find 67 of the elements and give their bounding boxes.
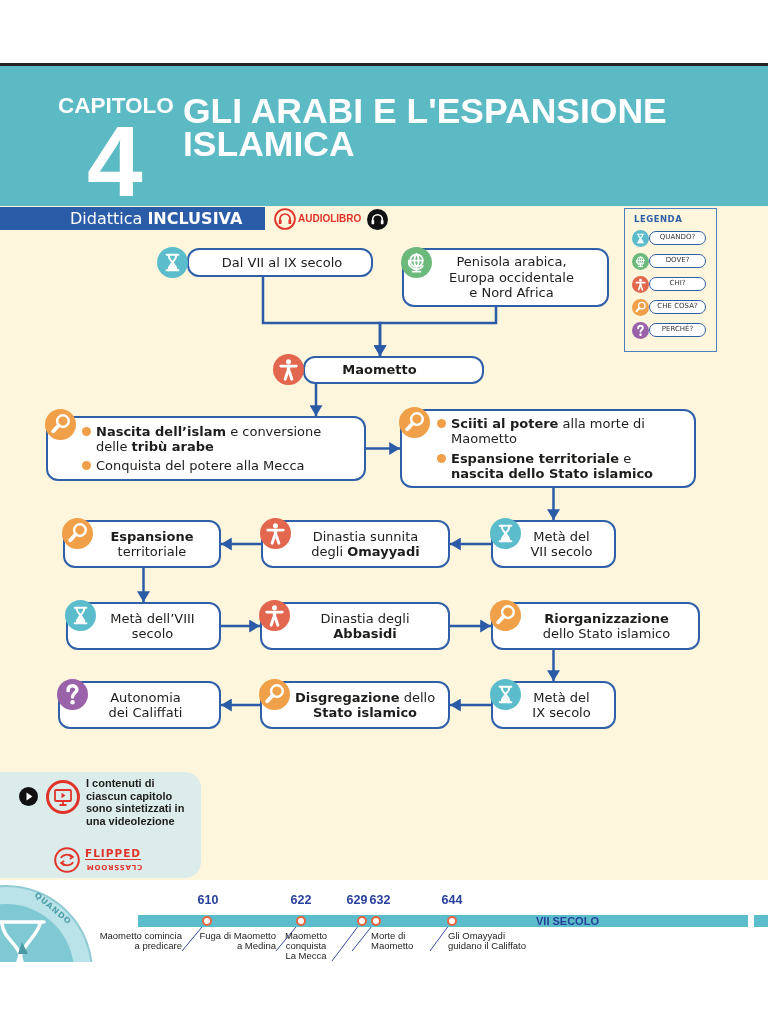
box-text: Nascita dell’islam e conversione delle tribù arabe xyxy=(96,423,323,455)
video-lesson-note: I contenuti di ciascun capitolo sono sintetizzati in una videolezione xyxy=(86,777,186,828)
arrow xyxy=(547,488,560,520)
process-box xyxy=(63,520,221,568)
timeline-dot xyxy=(202,916,212,926)
timeline-dot xyxy=(357,916,367,926)
box-text: Maometto xyxy=(342,362,417,378)
process-box xyxy=(260,681,450,729)
box-text: Dinastia degli Abbasidi xyxy=(319,610,411,642)
arrow xyxy=(450,537,491,551)
box-text: Disgregazione dello Stato islamico xyxy=(293,689,437,721)
event-label: Morte di Maometto xyxy=(352,931,428,951)
leader-line xyxy=(429,924,450,952)
inclusive-teaching-banner: Didattica INCLUSIVA xyxy=(0,207,265,230)
event-label: Maometto comincia a predicare xyxy=(96,931,182,951)
timeline-dot xyxy=(296,916,306,926)
legend-title: LEGENDA xyxy=(634,214,683,225)
leader-line xyxy=(181,924,205,952)
process-box xyxy=(400,409,696,488)
arrow xyxy=(221,537,261,551)
year-label: 610 xyxy=(197,893,219,907)
arrow xyxy=(221,698,260,712)
box-text: Dinastia sunnita degli Omayyadi xyxy=(310,528,421,560)
chapter-label: CAPITOLO xyxy=(58,97,174,115)
box-text: Penisola arabica, Europa occidentale e Nord Africa xyxy=(448,254,575,301)
box-text: Conquista del potere alla Mecca xyxy=(96,457,306,474)
arrow xyxy=(373,307,498,356)
arrow xyxy=(221,619,260,633)
box-text: Espansione territoriale e nascita dello Stato islamico xyxy=(451,450,654,482)
box-text: Espansione territoriale xyxy=(109,528,195,560)
arrow xyxy=(547,650,560,681)
arrow xyxy=(309,384,323,416)
process-box xyxy=(58,681,221,729)
century-label: VII SECOLO xyxy=(536,915,599,927)
process-box xyxy=(491,520,616,568)
arrow xyxy=(137,568,150,602)
arrow xyxy=(450,698,491,712)
box-text: Autonomia dei Califfati xyxy=(107,689,184,721)
leader-line xyxy=(351,924,374,952)
year-label: 629 xyxy=(346,893,368,907)
year-label: 644 xyxy=(441,893,463,907)
timeline-dot xyxy=(447,916,457,926)
timeline-dot xyxy=(371,916,381,926)
chapter-title: GLI ARABI E L'ESPANSIONE ISLAMICA xyxy=(183,95,668,161)
process-box xyxy=(402,248,609,307)
box-text: Dal VII al IX secolo xyxy=(221,254,343,271)
flipped-label: FLIPPED xyxy=(85,847,142,860)
audiobook-label: AUDIOLIBRO xyxy=(298,213,362,225)
process-box xyxy=(260,602,450,650)
process-box xyxy=(261,520,450,568)
leader-line xyxy=(275,924,299,952)
process-box xyxy=(491,681,616,729)
year-label: 622 xyxy=(290,893,312,907)
event-label: Maometto conquista La Mecca xyxy=(280,931,332,961)
box-text: Riorganizzazione dello Stato islamico xyxy=(541,610,672,642)
box-text: Metà dell’VIII secolo xyxy=(109,610,196,642)
process-box xyxy=(66,602,221,650)
box-text: Metà del IX secolo xyxy=(531,689,592,721)
chapter-number: 4 xyxy=(87,123,143,199)
year-label: 632 xyxy=(369,893,391,907)
leader-line xyxy=(331,924,360,962)
arrow xyxy=(450,619,491,633)
arrow xyxy=(366,442,400,455)
process-box xyxy=(491,602,700,650)
event-label: Gli Omayyadi guidano il Califfato xyxy=(430,931,528,951)
event-label: Fuga di Maometto a Medina xyxy=(196,931,276,951)
box-text: Metà del VII secolo xyxy=(529,528,594,560)
